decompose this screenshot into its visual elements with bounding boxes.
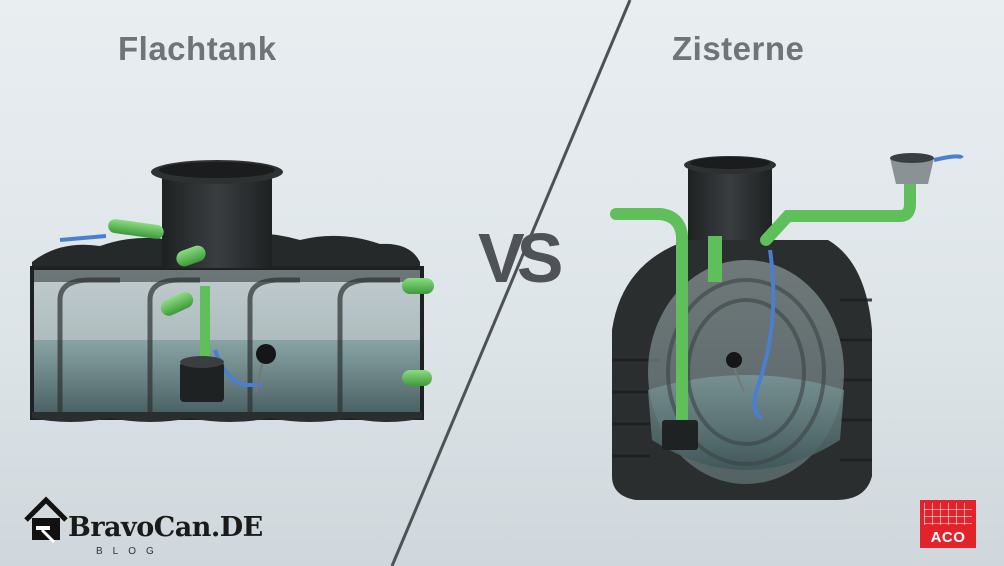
aco-logo-text: ACO	[930, 529, 966, 546]
logo-subtext: BLOG	[96, 546, 164, 557]
zisterne-illustration	[610, 153, 964, 500]
vs-label: VS	[478, 219, 563, 297]
flachtank-title: Flachtank	[118, 30, 277, 67]
zisterne-title: Zisterne	[672, 30, 805, 67]
aco-grid-icon	[924, 503, 972, 525]
bravocan-watermark: BravoCan.DE BLOG	[24, 496, 264, 557]
logo-text: BravoCan.DE	[68, 512, 263, 543]
house-hammer-icon	[24, 496, 68, 544]
aco-logo: ACO	[920, 500, 976, 548]
flachtank-illustration	[30, 160, 434, 422]
